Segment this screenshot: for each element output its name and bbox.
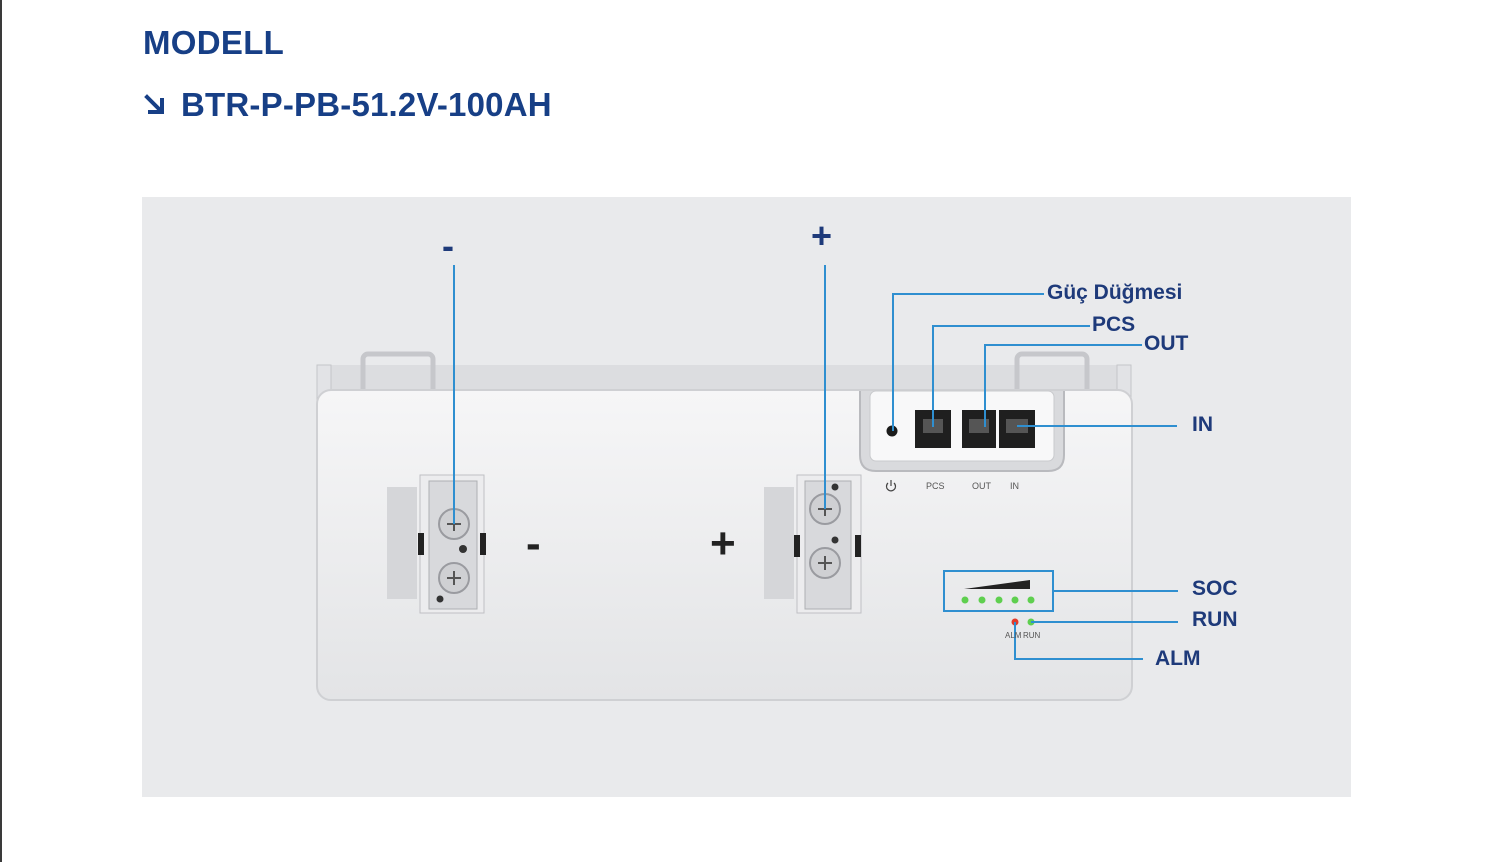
arrow-down-right-icon: [144, 94, 164, 114]
page-title: MODELL: [143, 24, 285, 61]
callout-in: IN: [1192, 413, 1213, 436]
negative-terminal: [387, 474, 486, 614]
power-symbol-icon: [885, 480, 897, 492]
callout-power-button: Güç Düğmesi: [1047, 281, 1183, 304]
port-print-pcs: PCS: [926, 481, 945, 491]
positive-device-sign: +: [710, 519, 736, 568]
callout-pcs: PCS: [1092, 313, 1136, 336]
led-print-alm: ALM: [1005, 631, 1022, 640]
port-print-out: OUT: [972, 481, 991, 491]
model-row: BTR-P-PB-51.2V-100AH: [143, 86, 552, 124]
battery-front-drawing: [316, 265, 1178, 701]
callout-soc: SOC: [1192, 577, 1238, 600]
negative-sign-label: -: [442, 225, 454, 266]
device-diagram-panel: - + - + PCS OUT IN ALM RUN Güç Düğmesi P…: [142, 197, 1351, 797]
callout-out: OUT: [1144, 332, 1189, 355]
left-border: [0, 0, 2, 862]
port-print-in: IN: [1010, 481, 1019, 491]
positive-terminal: [764, 474, 862, 614]
positive-sign-label: +: [811, 215, 833, 256]
callout-alm: ALM: [1155, 647, 1201, 670]
model-name: BTR-P-PB-51.2V-100AH: [181, 86, 552, 123]
leader-lines: [453, 265, 1178, 660]
negative-device-sign: -: [526, 519, 541, 568]
led-print-run: RUN: [1023, 631, 1041, 640]
callout-run: RUN: [1192, 608, 1238, 631]
